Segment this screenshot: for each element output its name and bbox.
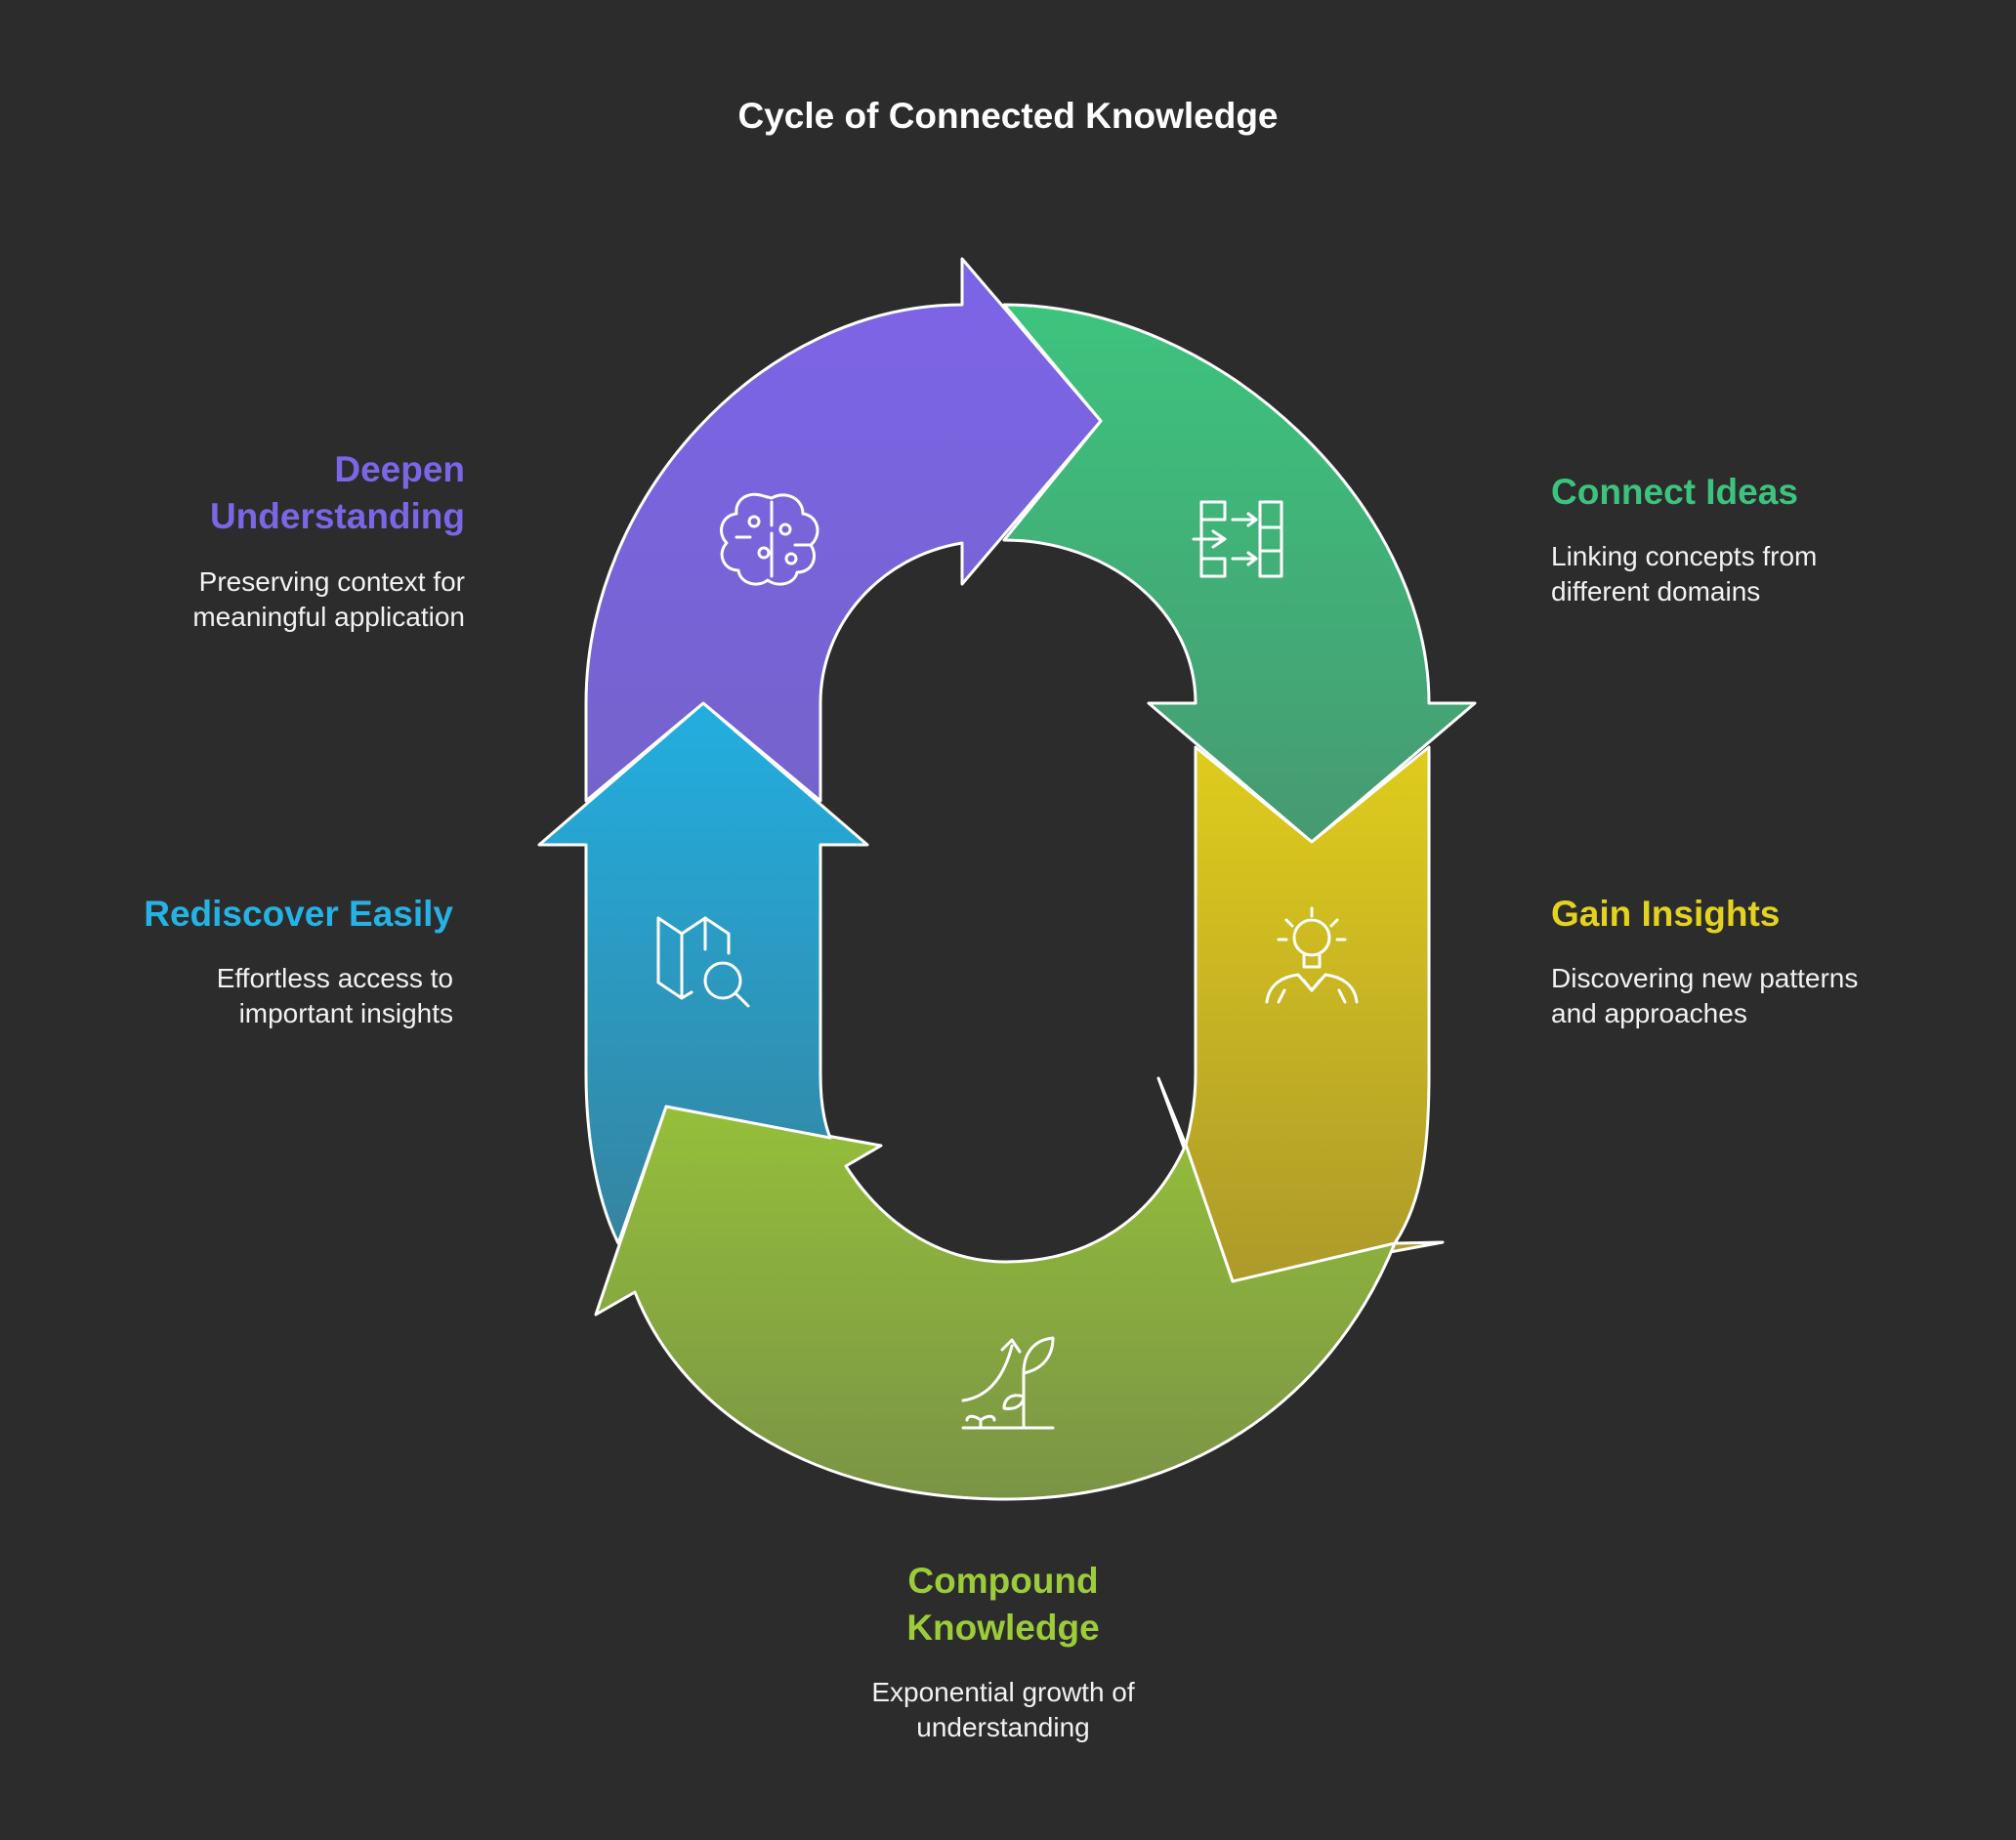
compound-knowledge-desc-line1: Exponential growth of xyxy=(871,1677,1135,1707)
gain-insights-desc-line2: and approaches xyxy=(1551,998,1747,1028)
rediscover-easily-description: Effortless access to important insights xyxy=(217,961,453,1031)
deepen-understanding-description: Preserving context for meaningful applic… xyxy=(192,565,465,635)
deepen-understanding-arrow xyxy=(584,257,1103,803)
lightbulb-person-icon xyxy=(1265,906,1359,1004)
deepen-understanding-title: Deepen Understanding xyxy=(210,446,465,540)
connect-ideas-desc-line2: different domains xyxy=(1551,576,1761,606)
gain-insights-desc-line1: Discovering new patterns xyxy=(1551,963,1859,993)
deepen-understanding-title-line2: Understanding xyxy=(209,496,465,536)
map-search-icon xyxy=(656,916,750,1008)
gain-insights-description: Discovering new patterns and approaches xyxy=(1551,961,1858,1031)
compound-knowledge-title-line2: Knowledge xyxy=(906,1608,1100,1648)
gain-insights-arrow xyxy=(1156,745,1445,1283)
brain-icon xyxy=(720,492,819,586)
compound-knowledge-desc-line2: understanding xyxy=(916,1712,1090,1742)
compound-knowledge-title-line1: Compound xyxy=(907,1561,1099,1601)
transfer-icon xyxy=(1192,500,1283,578)
rediscover-easily-desc-line2: important insights xyxy=(238,998,453,1028)
connect-ideas-description: Linking concepts from different domains xyxy=(1551,539,1817,609)
diagram-title: Cycle of Connected Knowledge xyxy=(737,96,1279,136)
rediscover-easily-title: Rediscover Easily xyxy=(144,894,453,934)
gain-insights-title: Gain Insights xyxy=(1551,894,1781,934)
compound-knowledge-arrow xyxy=(594,1105,1397,1501)
deepen-understanding-title-line1: Deepen xyxy=(334,449,465,489)
compound-knowledge-title: Compound Knowledge xyxy=(808,1558,1198,1652)
connect-ideas-title: Connect Ideas xyxy=(1551,472,1798,512)
deepen-understanding-desc-line1: Preserving context for xyxy=(198,566,465,597)
rediscover-easily-desc-line1: Effortless access to xyxy=(216,963,453,993)
deepen-understanding-desc-line2: meaningful application xyxy=(192,602,465,632)
connect-ideas-desc-line1: Linking concepts from xyxy=(1551,541,1818,571)
growing-plant-icon xyxy=(961,1336,1055,1430)
connect-ideas-arrow xyxy=(1002,303,1477,844)
rediscover-easily-arrow xyxy=(537,701,869,1245)
compound-knowledge-description: Exponential growth of understanding xyxy=(808,1675,1198,1745)
